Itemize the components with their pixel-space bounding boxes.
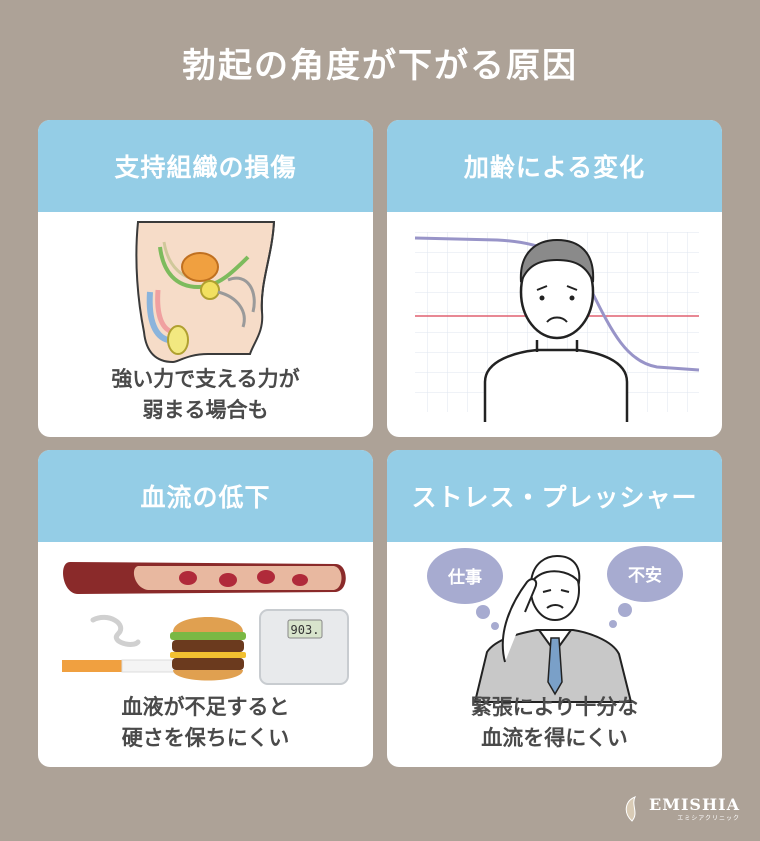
stress-illustration: 仕事 不安 (427, 546, 683, 703)
weight-scale-icon: 903. (259, 609, 349, 685)
card-caption: 緊張により十分な 血流を得にくい (470, 695, 639, 750)
thought-bubble-anxiety: 不安 (607, 546, 683, 628)
card-stress: ストレス・プレッシャー 仕事 不安 (387, 450, 722, 767)
card-heading: 支持組織の損傷 (38, 120, 373, 212)
thought-bubble-work: 仕事 (427, 548, 503, 630)
brand-name: EMISHIA (649, 794, 740, 814)
svg-text:仕事: 仕事 (447, 567, 482, 588)
elderly-man-icon (483, 238, 629, 422)
hamburger-icon (170, 617, 246, 681)
anatomy-illustration (135, 221, 276, 364)
card-body: 仕事 不安 緊張により十分な 血流を得にくい (387, 542, 722, 767)
card-caption: 強い力で支える力が 弱まる場合も (111, 367, 300, 422)
page-title: 勃起の角度が下がる原因 (182, 46, 578, 86)
businessman-icon (473, 554, 633, 703)
brand-logo: EMISHIA エミシアクリニック (621, 795, 740, 823)
svg-text:不安: 不安 (628, 565, 662, 586)
card-heading: ストレス・プレッシャー (387, 450, 722, 542)
aging-graph-illustration (414, 232, 700, 422)
blood-flow-illustration: 903. (62, 562, 349, 685)
scale-display: 903. (291, 623, 320, 637)
card-aging: 加齢による変化 (387, 120, 722, 437)
card-blood-flow: 血流の低下 (38, 450, 373, 767)
card-heading: 血流の低下 (38, 450, 373, 542)
card-heading: 加齢による変化 (387, 120, 722, 212)
card-body (387, 212, 722, 437)
card-body: 強い力で支える力が 弱まる場合も (38, 212, 373, 437)
brand-sub: エミシアクリニック (677, 814, 740, 822)
card-body: 903. 血液が不足すると 硬さを保ちにくい (38, 542, 373, 767)
leaf-logo-icon (625, 796, 637, 822)
card-support-tissue: 支持組織の損傷 強い力で支える力が 弱まる場合も (38, 120, 373, 437)
blood-vessel-icon (63, 562, 346, 594)
card-caption: 血液が不足すると 硬さを保ちにくい (121, 695, 290, 750)
